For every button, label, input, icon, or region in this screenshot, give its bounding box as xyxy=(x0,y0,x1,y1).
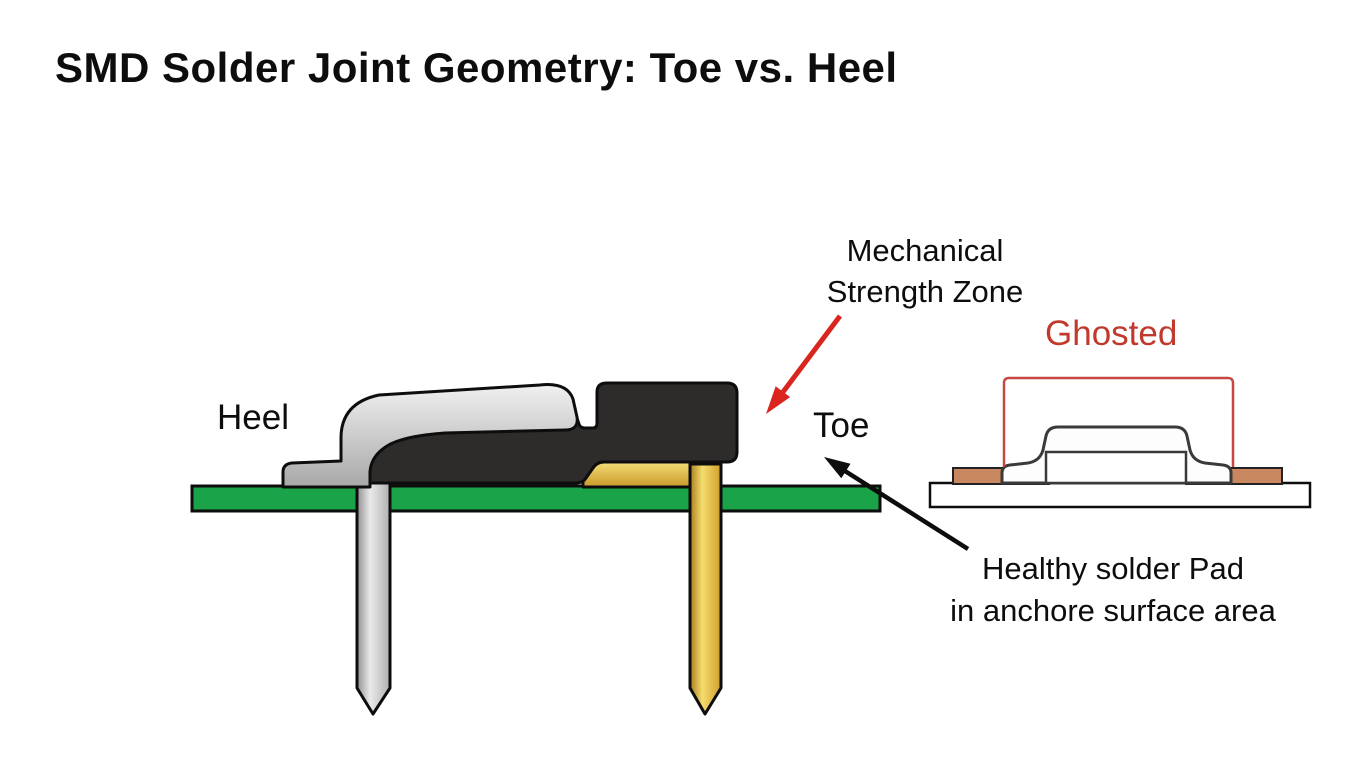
ghost-board xyxy=(928,481,1312,509)
ghosted-diagram xyxy=(928,376,1312,509)
ghosted-label: Ghosted xyxy=(1045,314,1178,353)
healthy-solder-pad-line2: in anchore surface area xyxy=(950,593,1276,629)
healthy-solder-pad-line1: Healthy solder Pad xyxy=(982,551,1244,586)
mechanical-strength-zone-line2: Strength Zone xyxy=(826,273,1024,309)
ghost-component-body xyxy=(1044,450,1188,485)
heel-lead-wrap xyxy=(281,383,579,489)
annotation-arrows xyxy=(766,314,970,551)
mechanical-zone-arrow-shaft xyxy=(781,314,842,394)
diagram-title: SMD Solder Joint Geometry: Toe vs. Heel xyxy=(55,44,898,91)
mechanical-strength-zone-line1: Mechanical xyxy=(846,233,1004,268)
pcb-board xyxy=(190,484,882,513)
healthy-solder-pad-label: Healthy solder Pad in anchore surface ar… xyxy=(893,548,1333,632)
solder-pad-arrow-head xyxy=(824,457,851,479)
main-solder-joint-diagram xyxy=(190,381,882,716)
mechanical-zone-arrow-head xyxy=(766,386,791,414)
ghost-zone-outline xyxy=(1002,376,1235,467)
toe-label: Toe xyxy=(813,406,870,445)
solder-pad-arrow-shaft xyxy=(843,469,970,551)
toe-lead-pin xyxy=(688,462,723,716)
mechanical-strength-zone-label: Mechanical Strength Zone xyxy=(775,231,1075,313)
heel-label: Heel xyxy=(217,398,289,437)
heel-lead-pin xyxy=(355,450,392,716)
